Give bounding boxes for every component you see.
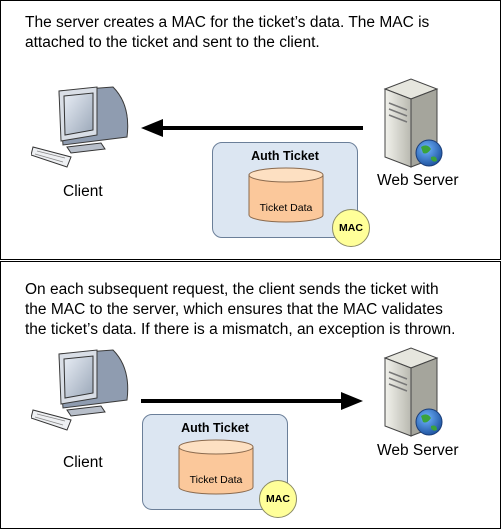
mac-badge: MAC — [332, 209, 370, 247]
client-label: Client — [63, 183, 103, 200]
caption-line: On each subsequent request, the client s… — [25, 281, 439, 298]
database-icon — [248, 167, 324, 223]
ticket-title: Auth Ticket — [251, 149, 319, 163]
arrow-to-server — [141, 392, 363, 410]
client-label: Client — [63, 454, 103, 471]
caption-line: The server creates a MAC for the ticket’… — [25, 14, 430, 31]
database-icon — [178, 439, 254, 495]
server-label: Web Server — [377, 442, 459, 459]
server-label: Web Server — [377, 172, 459, 189]
mac-badge: MAC — [259, 480, 297, 518]
panel-server-creates-mac: The server creates a MAC for the ticket’… — [0, 0, 501, 260]
caption-line: the MAC to the server, which ensures tha… — [25, 301, 443, 318]
panel-client-sends-ticket: On each subsequent request, the client s… — [0, 261, 501, 529]
client-computer-icon — [31, 86, 129, 168]
caption-line: the ticket’s data. If there is a mismatc… — [25, 321, 456, 338]
panel-caption: The server creates a MAC for the ticket’… — [25, 13, 490, 53]
client-computer-icon — [31, 349, 129, 431]
ticket-title: Auth Ticket — [181, 421, 249, 435]
auth-ticket: Auth Ticket Ticket Data — [212, 142, 358, 238]
caption-line: attached to the ticket and sent to the c… — [25, 34, 320, 51]
web-server-icon — [383, 78, 443, 168]
arrow-to-client — [141, 119, 363, 137]
ticket-data-label: Ticket Data — [189, 474, 243, 486]
web-server-icon — [383, 347, 443, 437]
ticket-data-label: Ticket Data — [259, 202, 313, 214]
panel-caption: On each subsequent request, the client s… — [25, 280, 490, 340]
